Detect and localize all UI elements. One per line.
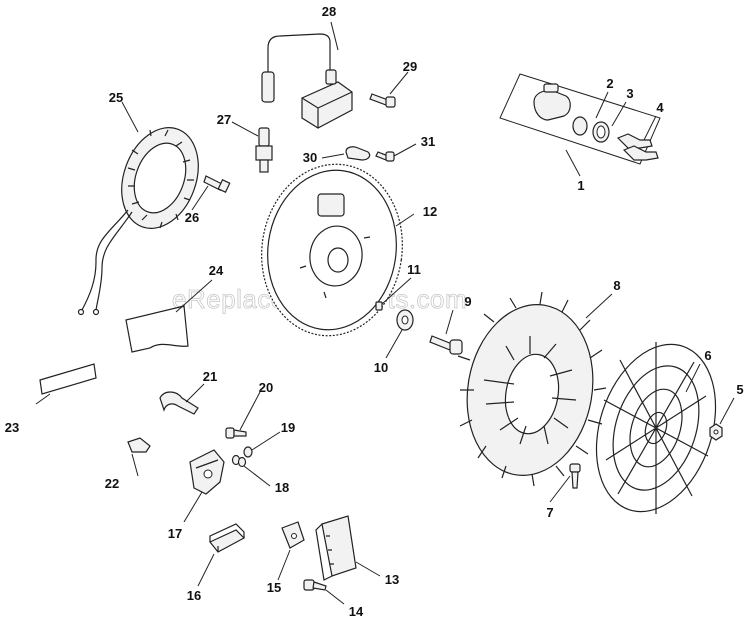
part-connector-16[interactable] bbox=[209, 523, 245, 553]
callout-8: 8 bbox=[613, 278, 620, 293]
leader-lines bbox=[35, 21, 735, 605]
callout-25: 25 bbox=[109, 90, 123, 105]
part-ignition-module[interactable] bbox=[261, 33, 353, 129]
part-screw-29[interactable] bbox=[369, 93, 396, 108]
callout-15: 15 bbox=[267, 580, 281, 595]
callout-24: 24 bbox=[209, 263, 224, 278]
callout-20: 20 bbox=[259, 380, 273, 395]
part-strip-23[interactable] bbox=[39, 363, 97, 395]
part-key-switch-assembly[interactable] bbox=[499, 73, 661, 165]
callout-23: 23 bbox=[5, 420, 19, 435]
callout-30: 30 bbox=[303, 150, 317, 165]
callout-3: 3 bbox=[626, 86, 633, 101]
part-washer-18[interactable] bbox=[231, 454, 247, 468]
callout-10: 10 bbox=[374, 360, 388, 375]
part-key-11[interactable] bbox=[375, 301, 383, 311]
part-shield-24[interactable] bbox=[125, 305, 189, 353]
part-screw-20[interactable] bbox=[225, 427, 247, 439]
callout-13: 13 bbox=[385, 572, 399, 587]
part-screw-14[interactable] bbox=[303, 579, 327, 591]
part-bolt-26[interactable] bbox=[203, 175, 231, 194]
callout-28: 28 bbox=[322, 4, 336, 19]
part-screw-7[interactable] bbox=[569, 463, 581, 489]
part-flange-bolt-9[interactable] bbox=[429, 335, 463, 355]
callout-7: 7 bbox=[546, 505, 553, 520]
callout-21: 21 bbox=[203, 369, 217, 384]
callout-14: 14 bbox=[349, 604, 364, 619]
part-stator-coil[interactable] bbox=[77, 117, 212, 316]
callout-1: 1 bbox=[577, 178, 584, 193]
callout-11: 11 bbox=[407, 262, 421, 277]
part-nut-5[interactable] bbox=[709, 423, 723, 441]
callout-18: 18 bbox=[275, 480, 289, 495]
callout-22: 22 bbox=[105, 476, 119, 491]
part-clip-22[interactable] bbox=[127, 437, 151, 453]
callout-31: 31 bbox=[421, 134, 435, 149]
callout-2: 2 bbox=[606, 76, 613, 91]
callout-17: 17 bbox=[168, 526, 182, 541]
callout-12: 12 bbox=[423, 204, 437, 219]
part-flywheel[interactable] bbox=[251, 155, 414, 345]
callout-27: 27 bbox=[217, 112, 231, 127]
callout-labels: 1 2 3 4 5 6 7 8 9 10 11 12 13 14 15 16 1… bbox=[5, 4, 744, 619]
callout-26: 26 bbox=[185, 210, 199, 225]
part-spark-plug[interactable] bbox=[255, 127, 273, 173]
callout-16: 16 bbox=[187, 588, 201, 603]
part-clip-30[interactable] bbox=[345, 146, 371, 161]
callout-9: 9 bbox=[464, 294, 471, 309]
part-rectifier-15[interactable] bbox=[281, 521, 305, 549]
callout-29: 29 bbox=[403, 59, 417, 74]
part-clamp-21[interactable] bbox=[159, 391, 199, 415]
part-grass-screen[interactable] bbox=[576, 329, 736, 527]
callout-6: 6 bbox=[704, 348, 711, 363]
part-bracket-17[interactable] bbox=[189, 449, 225, 495]
part-washer-19[interactable] bbox=[243, 446, 253, 458]
callout-4: 4 bbox=[656, 100, 664, 115]
part-washer-10[interactable] bbox=[396, 309, 414, 331]
part-screw-31[interactable] bbox=[375, 151, 395, 162]
part-cooling-fan[interactable] bbox=[454, 291, 607, 487]
callout-5: 5 bbox=[736, 382, 743, 397]
callout-19: 19 bbox=[281, 420, 295, 435]
part-regulator-13[interactable] bbox=[315, 515, 357, 581]
